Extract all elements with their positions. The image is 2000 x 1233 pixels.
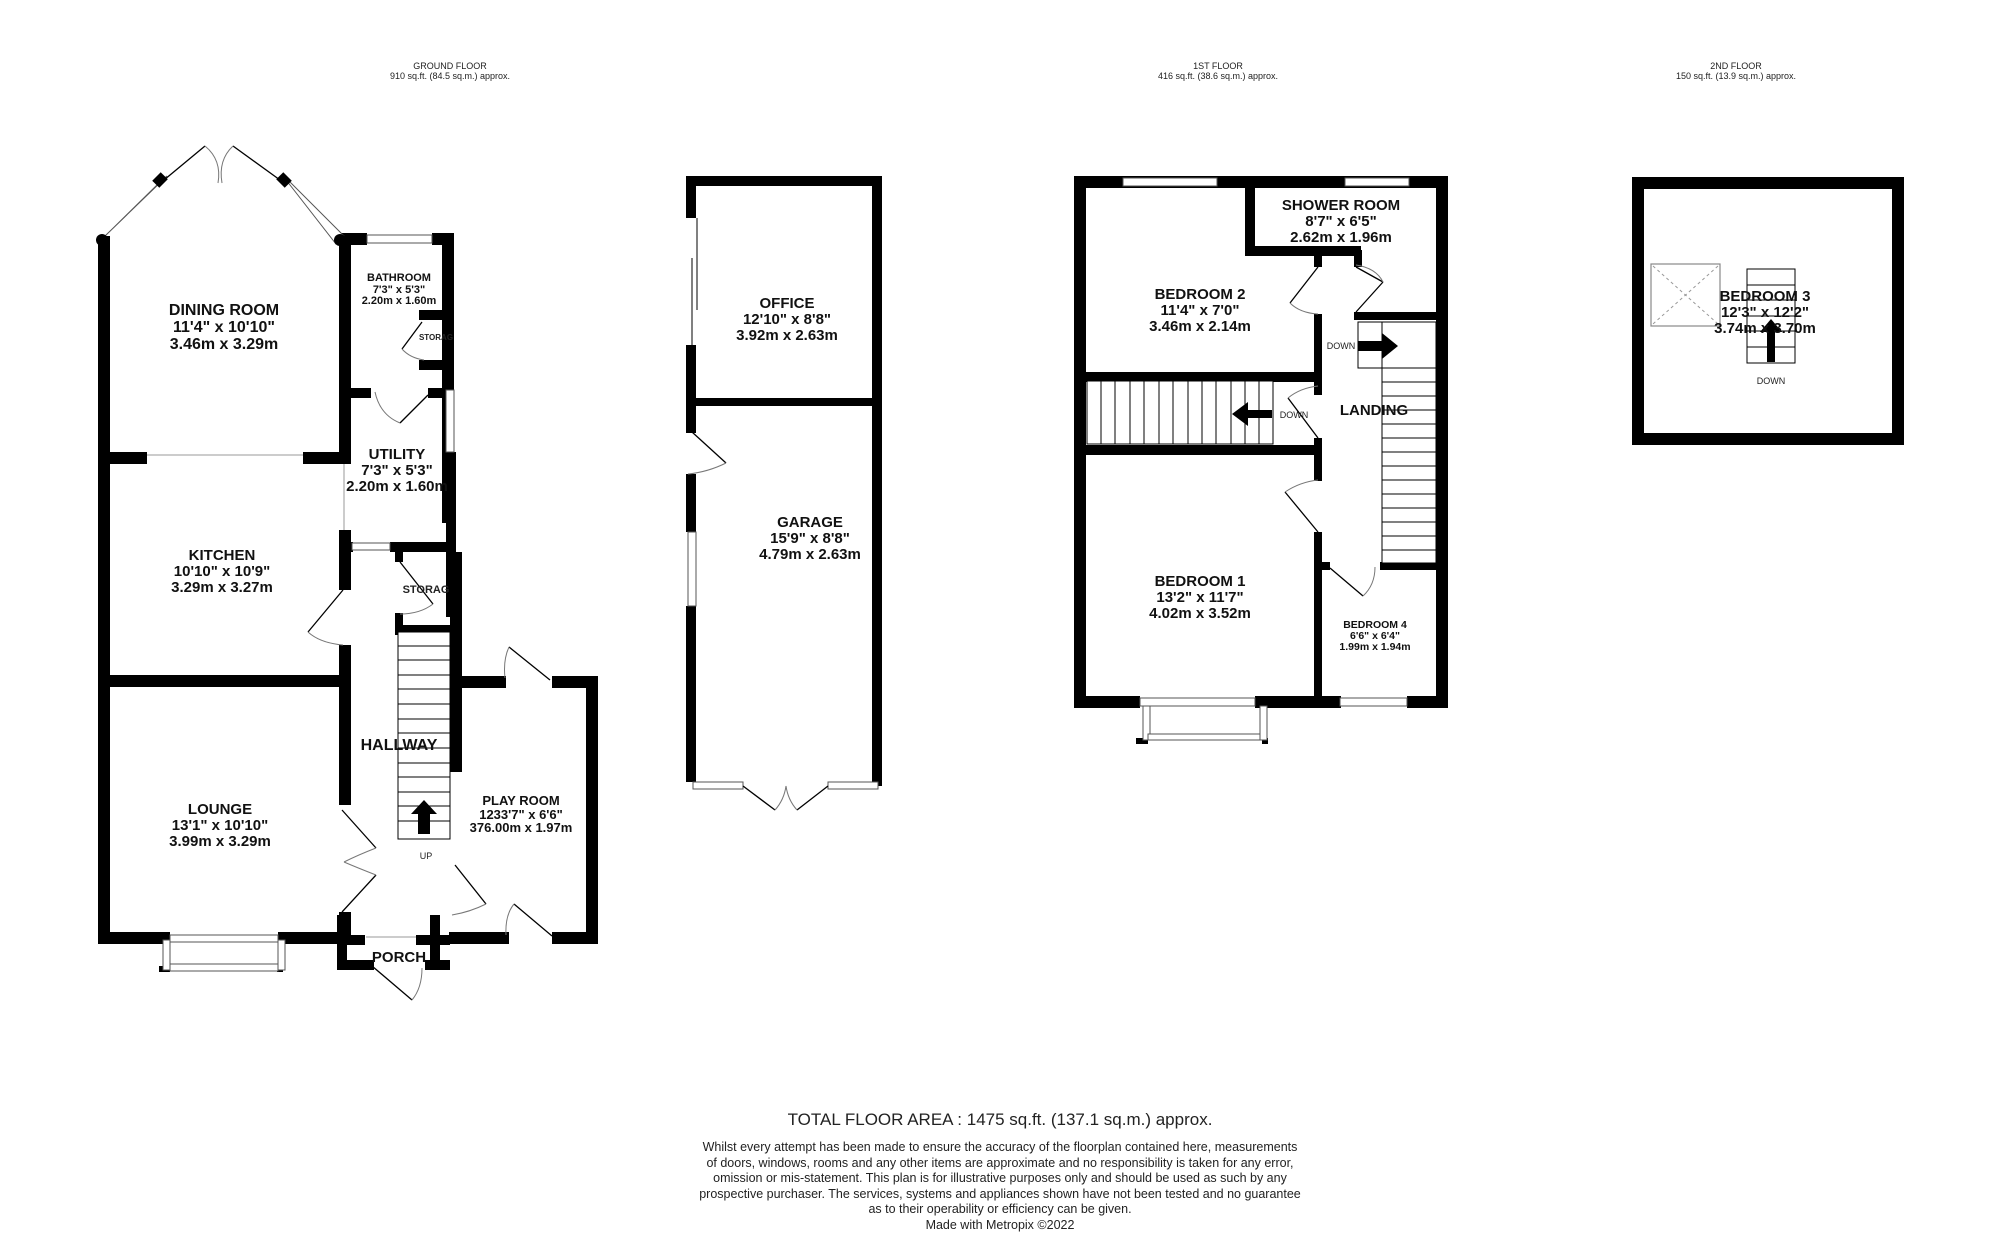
room-metric: 3.29m x 3.27m: [171, 580, 273, 596]
room-metric: 3.92m x 2.63m: [736, 328, 838, 344]
room-metric: 3.46m x 2.14m: [1149, 319, 1251, 335]
room-imperial: 15'9" x 8'8": [759, 531, 861, 547]
disclaimer-line: prospective purchaser. The services, sys…: [0, 1187, 2000, 1203]
room-name: HALLWAY: [361, 738, 438, 755]
room-metric: 1.99m x 1.94m: [1339, 642, 1410, 653]
down-label-right: DOWN: [1327, 341, 1356, 351]
disclaimer-line: of doors, windows, rooms and any other i…: [0, 1156, 2000, 1172]
dining-bay: [96, 146, 346, 246]
room-name: SHOWER ROOM: [1282, 198, 1400, 214]
room-metric: 4.79m x 2.63m: [759, 547, 861, 563]
room-metric: 2.20m x 1.60m: [362, 296, 437, 308]
storage-label-hallway: STORAG: [403, 584, 450, 596]
down-label-left: DOWN: [1280, 410, 1309, 420]
up-label: UP: [420, 851, 433, 861]
room-imperial: 13'2" x 11'7": [1149, 590, 1251, 606]
room-garage: GARAGE 15'9" x 8'8" 4.79m x 2.63m: [759, 515, 861, 562]
room-name: PORCH: [372, 950, 426, 966]
room-name: PLAY ROOM: [470, 794, 573, 808]
room-bedroom-1: BEDROOM 1 13'2" x 11'7" 4.02m x 3.52m: [1149, 574, 1251, 621]
room-name: BEDROOM 1: [1149, 574, 1251, 590]
room-lounge: LOUNGE 13'1" x 10'10" 3.99m x 3.29m: [169, 802, 271, 849]
room-name: KITCHEN: [171, 548, 273, 564]
skylight-icon: [1651, 264, 1720, 326]
disclaimer-line: omission or mis-statement. This plan is …: [0, 1171, 2000, 1187]
room-name: LANDING: [1340, 403, 1408, 419]
disclaimer-line: as to their operability or efficiency ca…: [0, 1202, 2000, 1218]
room-porch: PORCH: [372, 950, 426, 966]
room-imperial: 13'1" x 10'10": [169, 818, 271, 834]
room-bedroom-4: BEDROOM 4 6'6" x 6'4" 1.99m x 1.94m: [1339, 620, 1410, 653]
room-name: BEDROOM 2: [1149, 287, 1251, 303]
room-imperial: 11'4" x 10'10": [169, 320, 279, 337]
room-metric: 3.74m x 3.70m: [1714, 321, 1816, 337]
room-name: BEDROOM 3: [1714, 289, 1816, 305]
total-floor-area: TOTAL FLOOR AREA : 1475 sq.ft. (137.1 sq…: [0, 1110, 2000, 1130]
disclaimer-line: Whilst every attempt has been made to en…: [0, 1140, 2000, 1156]
room-play-room: PLAY ROOM 1233'7" x 6'6" 376.00m x 1.97m: [470, 794, 573, 835]
room-imperial: 10'10" x 10'9": [171, 564, 273, 580]
room-metric: 4.02m x 3.52m: [1149, 606, 1251, 622]
room-name: GARAGE: [759, 515, 861, 531]
room-utility: UTILITY 7'3" x 5'3" 2.20m x 1.60m: [346, 447, 448, 494]
room-office: OFFICE 12'10" x 8'8" 3.92m x 2.63m: [736, 296, 838, 343]
room-imperial: 12'10" x 8'8": [736, 312, 838, 328]
stairs: [398, 269, 1795, 839]
room-imperial: 11'4" x 7'0": [1149, 303, 1251, 319]
room-hallway: HALLWAY: [361, 738, 438, 755]
room-metric: 376.00m x 1.97m: [470, 821, 573, 835]
room-kitchen: KITCHEN 10'10" x 10'9" 3.29m x 3.27m: [171, 548, 273, 595]
room-name: LOUNGE: [169, 802, 271, 818]
room-name: DINING ROOM: [169, 303, 279, 320]
room-imperial: 1233'7" x 6'6": [470, 808, 573, 822]
room-shower-room: SHOWER ROOM 8'7" x 6'5" 2.62m x 1.96m: [1282, 198, 1400, 245]
room-name: OFFICE: [736, 296, 838, 312]
disclaimer: Whilst every attempt has been made to en…: [0, 1140, 2000, 1233]
room-metric: 2.62m x 1.96m: [1282, 230, 1400, 246]
room-landing: LANDING: [1340, 403, 1408, 419]
room-bathroom: BATHROOM 7'3" x 5'3" 2.20m x 1.60m: [362, 273, 437, 308]
room-bedroom-3: BEDROOM 3 12'3" x 12'2" 3.74m x 3.70m: [1714, 289, 1816, 336]
storage-label-bathroom: STORAG: [419, 333, 453, 342]
down-label-second-floor: DOWN: [1757, 376, 1786, 386]
room-bedroom-2: BEDROOM 2 11'4" x 7'0" 3.46m x 2.14m: [1149, 287, 1251, 334]
room-metric: 3.46m x 3.29m: [169, 337, 279, 354]
room-imperial: 7'3" x 5'3": [346, 463, 448, 479]
room-name: UTILITY: [346, 447, 448, 463]
credit: Made with Metropix ©2022: [0, 1218, 2000, 1233]
room-imperial: 12'3" x 12'2": [1714, 305, 1816, 321]
room-dining-room: DINING ROOM 11'4" x 10'10" 3.46m x 3.29m: [169, 303, 279, 353]
room-metric: 2.20m x 1.60m: [346, 479, 448, 495]
room-name: BATHROOM: [362, 273, 437, 285]
room-metric: 3.99m x 3.29m: [169, 834, 271, 850]
room-imperial: 8'7" x 6'5": [1282, 214, 1400, 230]
